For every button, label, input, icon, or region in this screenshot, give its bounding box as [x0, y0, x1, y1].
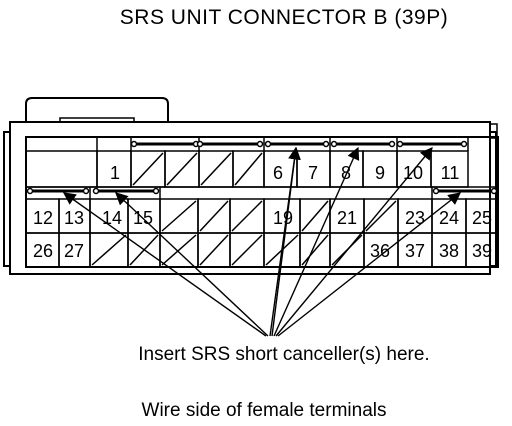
connector-latch [25, 97, 169, 122]
plugged-cell-hatch [365, 200, 397, 232]
plugged-cell-hatch [231, 234, 263, 266]
shorting-bar-end [82, 187, 90, 195]
pointer-arrow [271, 146, 301, 337]
pin-12: 12 [33, 208, 53, 228]
shorting-bars [26, 140, 498, 195]
plugged-cell-hatch [199, 200, 229, 232]
shorting-bar [196, 140, 264, 148]
pin-15: 15 [133, 208, 153, 228]
shorting-bar [264, 140, 330, 148]
pin-25: 25 [472, 208, 492, 228]
shorting-bar-end [460, 140, 468, 148]
shorting-bar-end [330, 140, 338, 148]
shorting-bar-end [256, 140, 264, 148]
plugged-cell-hatch [234, 152, 263, 186]
pin-39: 39 [472, 241, 492, 261]
connector-body [9, 121, 491, 275]
pointer-arrow [273, 146, 360, 337]
plugged-cell-hatch [91, 234, 127, 266]
pin-19: 19 [273, 208, 293, 228]
pin-23: 23 [405, 208, 425, 228]
pin-27: 27 [64, 241, 84, 261]
plugged-cell-hatch [200, 152, 232, 186]
left-side-tab [3, 131, 10, 267]
pin-1: 1 [110, 163, 120, 183]
plugged-cell-hatch [301, 234, 329, 266]
pin-24: 24 [439, 208, 459, 228]
shorting-bar [330, 140, 396, 148]
shorting-bar [396, 140, 468, 148]
pin-13: 13 [64, 208, 84, 228]
pin-10: 10 [403, 163, 423, 183]
pin-26: 26 [33, 241, 53, 261]
pointer-arrows [62, 146, 461, 337]
shorting-bar [26, 187, 90, 195]
shorting-bar-end [432, 187, 440, 195]
shorting-bar-end [152, 187, 160, 195]
pointer-arrow [62, 192, 267, 337]
instruction-text: Insert SRS short canceller(s) here. [138, 344, 430, 365]
plugged-cell-hatch [132, 152, 164, 186]
shorting-bar-end [92, 187, 100, 195]
pointer-arrow [277, 192, 461, 337]
footer-text: Wire side of female terminals [141, 400, 387, 421]
terminal-cell [25, 150, 98, 188]
shorting-bar-end [130, 140, 138, 148]
shorting-bar-end [396, 140, 404, 148]
shorting-bar-end [264, 140, 272, 148]
plugged-cell-hatch [161, 200, 197, 232]
pointer-arrow [115, 192, 269, 337]
plugged-cell-hatch [231, 200, 263, 232]
shorting-bar-end [196, 140, 204, 148]
pin-11: 11 [441, 163, 460, 183]
shorting-bar-end [490, 187, 498, 195]
shorting-bar [92, 187, 160, 195]
pin-36: 36 [370, 241, 390, 261]
plugged-cell-hatch [166, 152, 198, 186]
pin-8: 8 [341, 163, 351, 183]
pin-7: 7 [308, 163, 318, 183]
pin-6: 6 [273, 163, 283, 183]
pin-labels: 1 6 7 8 9 10 11 12 13 14 15 19 21 23 24 … [33, 163, 492, 261]
pin-37: 37 [405, 241, 425, 261]
shorting-bar-end [388, 140, 396, 148]
plugged-cell-hatch [301, 200, 329, 232]
shorting-bar [130, 140, 200, 148]
pin-9: 9 [375, 163, 385, 183]
diagram-title: SRS UNIT CONNECTOR B (39P) [119, 6, 449, 29]
terminal-grid [25, 137, 499, 268]
shorting-bar [432, 187, 498, 195]
pin-38: 38 [439, 241, 459, 261]
pin-14: 14 [102, 208, 122, 228]
pointer-arrow [275, 147, 433, 337]
shorting-bar-end [322, 140, 330, 148]
pin-21: 21 [337, 208, 357, 228]
terminal-cell [465, 232, 499, 268]
shorting-bar-end [26, 187, 34, 195]
plugged-cell-hatch [161, 234, 197, 266]
plugged-cell-hatch [199, 234, 229, 266]
